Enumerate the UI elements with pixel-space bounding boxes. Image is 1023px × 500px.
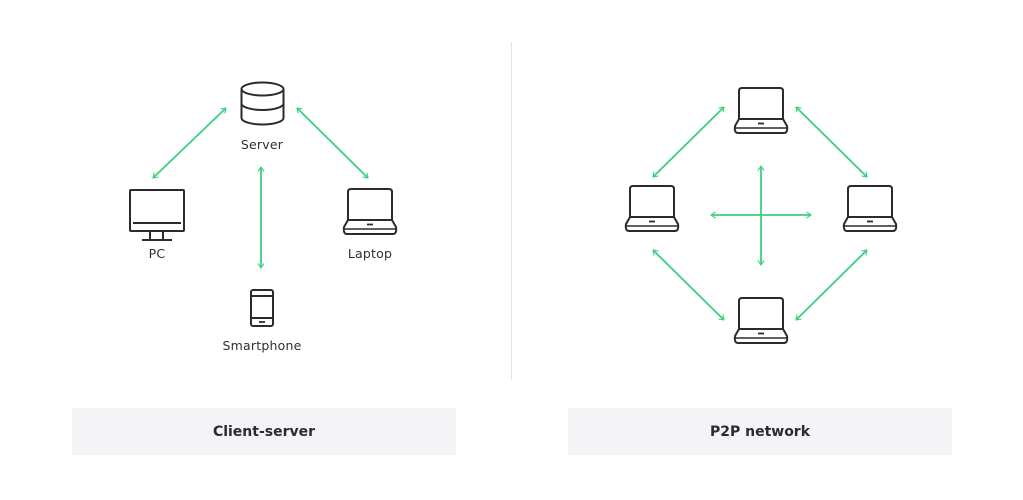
client-server-caption-text: Client-server [212,423,316,440]
laptop-icon-part [347,188,393,220]
laptop-icon [624,185,680,232]
laptop-icon-part [624,216,680,232]
p2p-arrows [652,106,868,321]
arrow-left-bottom [652,249,725,321]
laptop-icon [733,87,789,134]
laptop-icon-part [738,87,784,119]
arrow-right-bottom [795,249,868,321]
laptop-icon-part [342,219,398,235]
cs-arrows [152,107,369,269]
laptop-icon-part [842,216,898,232]
laptop-icon [342,188,398,235]
client-server-caption: Client-server [72,408,456,455]
arrow-top-left [652,106,725,178]
laptop-icon-part [733,328,789,344]
section-divider [511,42,512,380]
laptop-icon-part [629,185,675,217]
laptop-icon [842,185,898,232]
laptop-icon-part [847,185,893,217]
server-label: Server [240,137,284,152]
database-icon [240,81,285,126]
arrow-server-laptop [296,107,369,179]
monitor-icon [129,189,185,241]
laptop-icon [733,297,789,344]
pc-label: PC [148,246,166,261]
smartphone-icon [250,289,274,327]
laptop-icon-part [738,297,784,329]
p2p-caption-text: P2P network [709,423,811,440]
laptop-label: Laptop [347,246,393,261]
p2p-caption: P2P network [568,408,952,455]
arrow-server-pc [152,107,227,179]
arrow-top-right [795,106,868,178]
smartphone-label: Smartphone [222,338,302,353]
laptop-icon-part [733,118,789,134]
